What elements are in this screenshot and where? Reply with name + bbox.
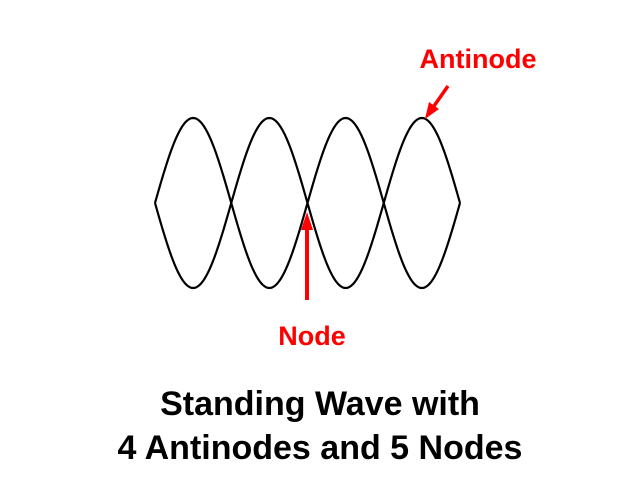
node-arrowhead [301,212,313,230]
node-label: Node [278,321,346,351]
caption-line-1: Standing Wave with [160,385,480,423]
antinode-arrowhead [425,102,439,119]
wave-lower-curve [153,198,462,290]
wave-upper-curve [153,116,462,208]
caption-line-2: 4 Antinodes and 5 Nodes [117,429,523,467]
node-arrow [301,212,313,300]
standing-wave [153,116,462,290]
antinode-arrow [425,84,450,119]
antinode-arrow-line [432,84,450,108]
antinode-label: Antinode [420,44,537,74]
